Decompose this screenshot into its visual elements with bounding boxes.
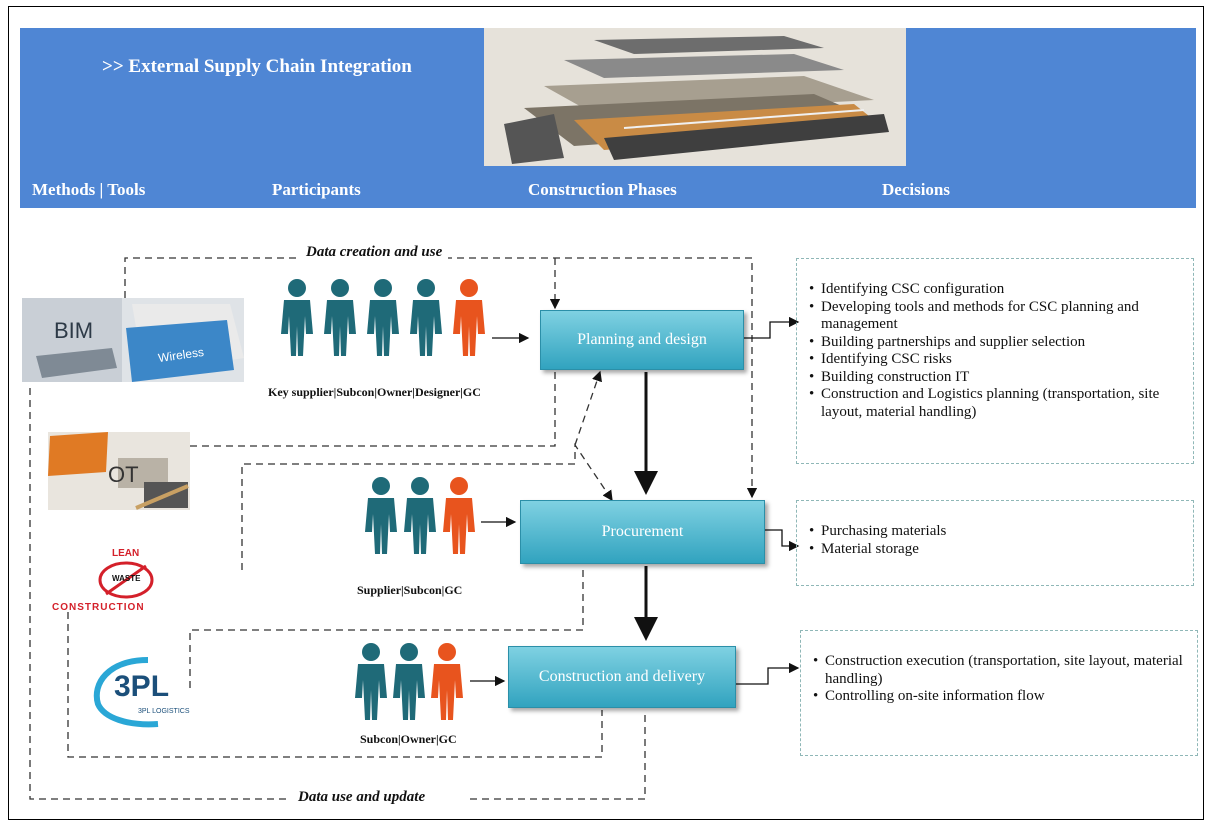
participants-label-planning: Key supplier|Subcon|Owner|Designer|GC xyxy=(268,385,481,399)
header-methods-tools: Methods | Tools xyxy=(32,180,146,199)
lean-construction-logo: LEAN WASTE CONSTRUCTION xyxy=(52,548,212,616)
person-icon xyxy=(404,477,436,554)
person-icon xyxy=(410,279,442,356)
phase-label-procurement: Procurement xyxy=(601,523,684,540)
person-icon xyxy=(281,279,313,356)
decisions-box-planning: Identifying CSC configuration Developing… xyxy=(796,258,1194,464)
decision-item: Identifying CSC configuration xyxy=(809,281,1183,299)
decision-item: Material storage xyxy=(809,541,1183,559)
no-waste-icon xyxy=(98,561,154,599)
decision-item: Building construction IT xyxy=(809,369,1183,387)
decision-item: Building partnerships and supplier selec… xyxy=(809,334,1183,352)
header-decisions: Decisions xyxy=(882,180,950,199)
bim-image: BIM Wireless xyxy=(22,298,244,382)
3pl-logo: 3PL 3PL LOGISTICS xyxy=(88,654,212,728)
decision-item: Developing tools and methods for CSC pla… xyxy=(809,299,1183,334)
person-icon xyxy=(355,643,387,720)
decision-item: Identifying CSC risks xyxy=(809,351,1183,369)
waste-label: WASTE xyxy=(112,574,141,583)
phase-box-planning-design: Planning and design xyxy=(540,310,744,370)
phase-box-construction-delivery: Construction and delivery xyxy=(508,646,736,708)
decision-item: Controlling on-site information flow xyxy=(813,688,1187,706)
decision-item: Construction and Logistics planning (tra… xyxy=(809,386,1183,421)
header-banner: >> External Supply Chain Integration Met… xyxy=(20,28,1196,208)
banner-title: >> External Supply Chain Integration xyxy=(102,56,412,77)
warehouse-exploded-image xyxy=(484,28,906,166)
phase-label-construction-delivery: Construction and delivery xyxy=(538,668,706,685)
construction-label: CONSTRUCTION xyxy=(52,602,145,613)
phase-label-planning-design: Planning and design xyxy=(577,331,707,348)
decisions-box-procurement: Purchasing materials Material storage xyxy=(796,500,1194,586)
person-icon xyxy=(443,477,475,554)
decisions-box-construction: Construction execution (transportation, … xyxy=(800,630,1198,756)
ot-image: OT xyxy=(48,432,190,510)
lean-label: LEAN xyxy=(112,548,140,559)
person-icon xyxy=(324,279,356,356)
3pl-subtitle: 3PL LOGISTICS xyxy=(138,708,190,715)
bim-label: BIM xyxy=(54,318,94,343)
participants-label-procurement: Supplier|Subcon|GC xyxy=(357,583,463,597)
decision-item: Construction execution (transportation, … xyxy=(813,653,1187,688)
header-participants: Participants xyxy=(272,180,361,199)
person-icon xyxy=(367,279,399,356)
person-icon xyxy=(365,477,397,554)
person-icon xyxy=(393,643,425,720)
person-icon xyxy=(453,279,485,356)
decision-item: Purchasing materials xyxy=(809,523,1183,541)
phase-box-procurement: Procurement xyxy=(520,500,765,564)
ot-label: OT xyxy=(108,462,139,487)
flow-label-bottom: Data use and update xyxy=(292,789,432,806)
3pl-swoosh-icon xyxy=(93,657,159,728)
header-construction-phases: Construction Phases xyxy=(528,180,677,199)
flow-label-top: Data creation and use xyxy=(300,244,449,261)
3pl-label: 3PL xyxy=(114,670,170,703)
person-icon xyxy=(431,643,463,720)
participants-label-construction: Subcon|Owner|GC xyxy=(360,732,457,746)
